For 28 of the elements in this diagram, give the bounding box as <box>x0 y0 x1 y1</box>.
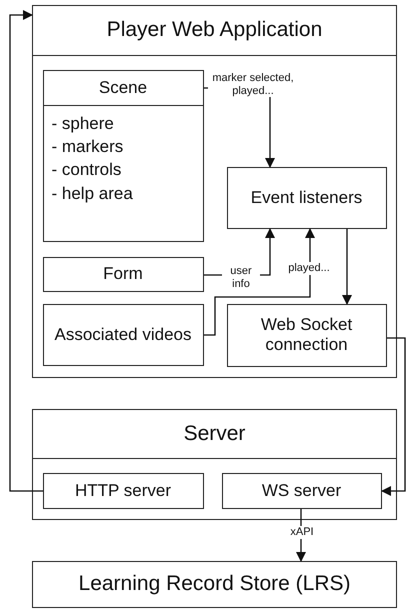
box-title: Server <box>184 422 246 446</box>
box-title: Scene <box>98 78 148 98</box>
arrow <box>9 10 43 492</box>
arrow <box>381 337 406 496</box>
box-label: Associated videos <box>54 324 192 344</box>
box-title: Player Web Application <box>106 18 322 43</box>
process-box <box>226 166 386 228</box>
list-item: - sphere <box>52 114 115 134</box>
process-box <box>32 561 397 608</box>
box-label: HTTP server <box>74 480 172 500</box>
list-item: - markers <box>52 136 124 158</box>
box-label: Learning Record Store (LRS) <box>78 572 350 597</box>
process-box <box>42 70 204 242</box>
container-box <box>32 409 397 520</box>
process-box <box>42 256 204 292</box>
process-box <box>42 304 204 366</box>
list-item: - controls <box>52 160 122 181</box>
box-label: WS server <box>262 480 342 500</box>
box-label: Event listeners <box>250 188 362 208</box>
edge-label: user info <box>222 265 260 290</box>
process-box <box>42 472 204 508</box>
list-item: - help area <box>52 184 134 204</box>
box-label: Web Socket connection <box>260 315 354 355</box>
process-box <box>226 304 386 366</box>
box-label: Form <box>103 264 143 284</box>
process-box <box>222 472 382 508</box>
arrow <box>342 229 352 305</box>
arrow <box>204 228 315 336</box>
